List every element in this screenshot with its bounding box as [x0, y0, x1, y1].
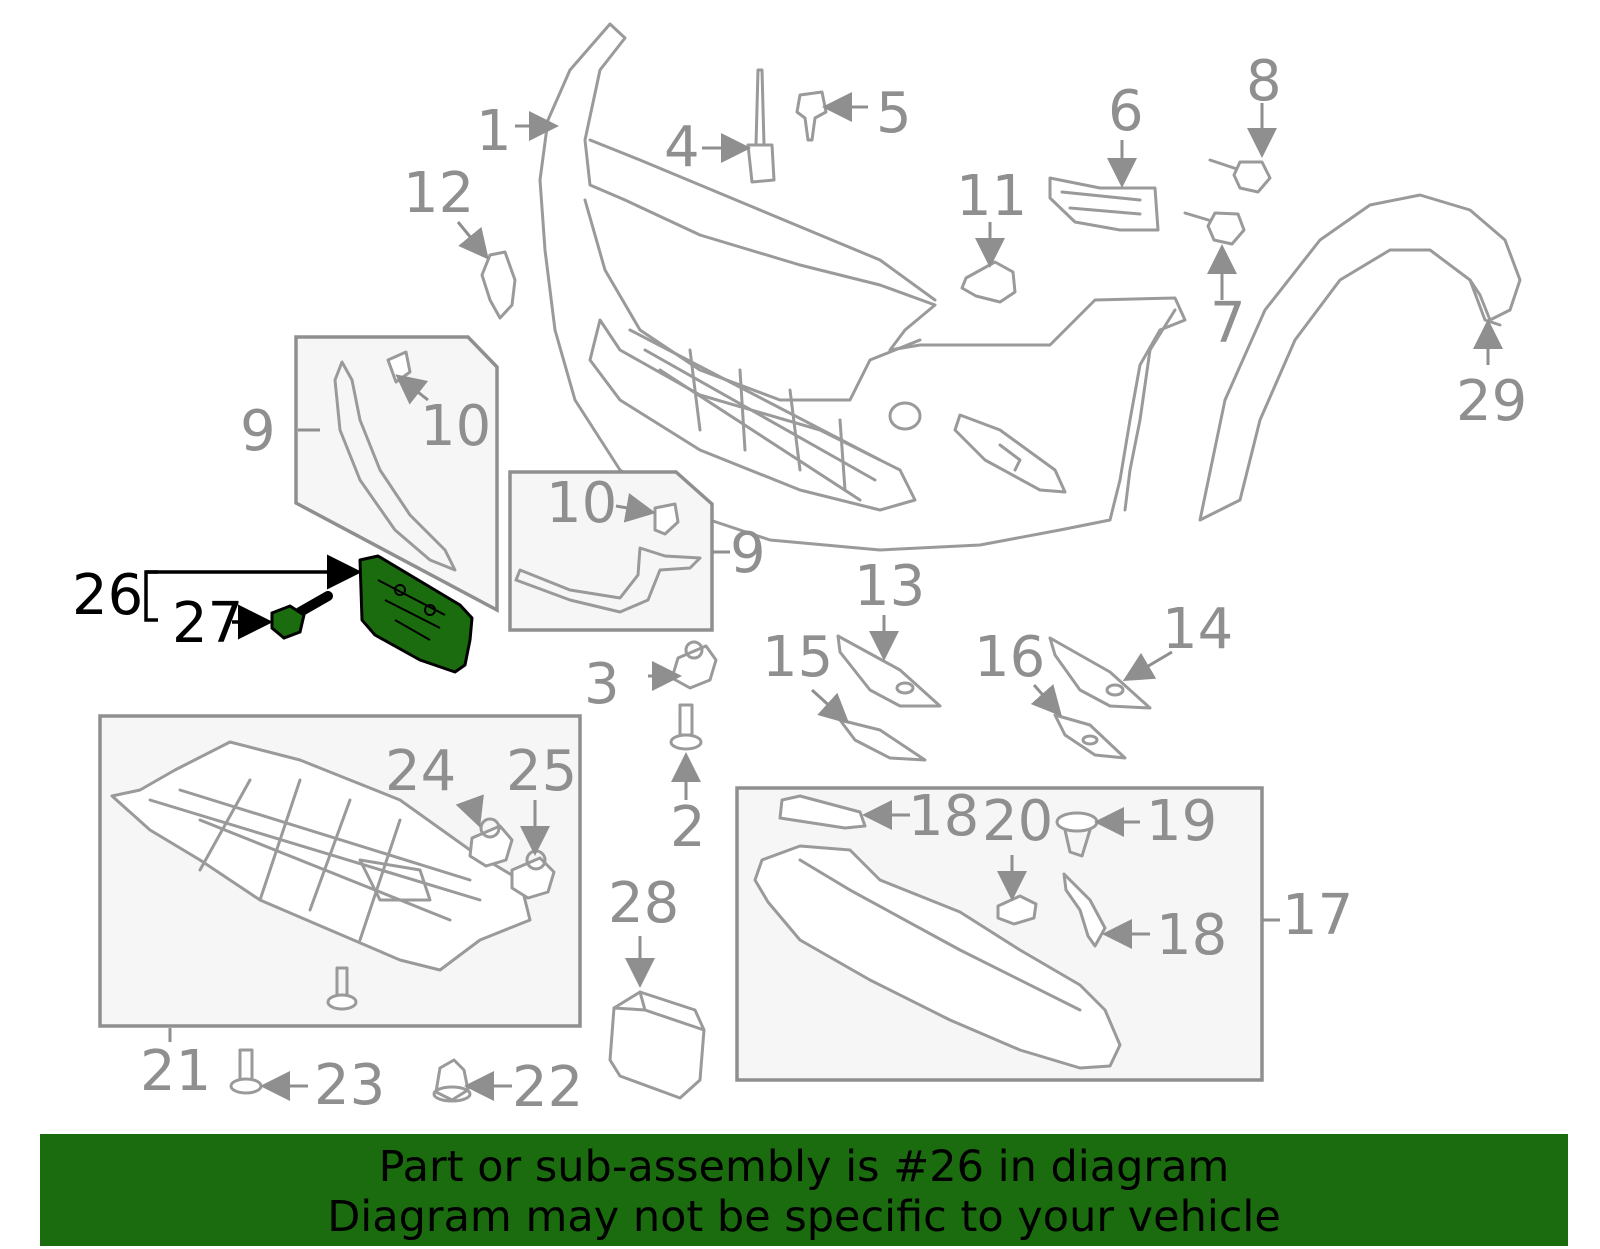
banner-line-1: Part or sub-assembly is #26 in diagram	[378, 1142, 1230, 1192]
part-labels: 1 4 5 6 8 7 11 12 29 9 10 10 9 13 14 15 …	[72, 49, 1527, 1120]
banner-line-2: Diagram may not be specific to your vehi…	[327, 1192, 1281, 1242]
bolt-part-23	[229, 1048, 263, 1095]
bolt-part-21-inset	[326, 966, 358, 1011]
label-part-2: 2	[670, 795, 706, 860]
garnish-part-9-center	[514, 546, 702, 614]
label-part-3: 3	[584, 652, 620, 717]
clip-part-5	[795, 90, 828, 142]
bracket-part-15	[838, 718, 927, 762]
label-part-7: 7	[1210, 291, 1246, 356]
sensor-part-28	[608, 990, 706, 1100]
label-part-18-lower: 18	[1156, 903, 1227, 968]
label-part-12: 12	[403, 161, 474, 226]
label-part-5: 5	[876, 81, 912, 146]
label-part-19: 19	[1146, 789, 1217, 854]
label-part-28: 28	[608, 871, 679, 936]
bracket-part-13	[836, 634, 942, 708]
label-part-11: 11	[956, 164, 1027, 229]
bolt-part-2	[669, 703, 703, 751]
label-part-23: 23	[314, 1053, 385, 1118]
garnish-part-9-left	[333, 360, 457, 572]
label-part-13: 13	[854, 554, 925, 619]
bracket-part-26-highlighted	[358, 554, 474, 674]
bracket-part-16	[1053, 713, 1127, 760]
bracket-part-10-center	[653, 502, 680, 536]
info-banner: Part or sub-assembly is #26 in diagram D…	[40, 1134, 1568, 1246]
absorber-part-17	[753, 844, 1122, 1070]
bracket-part-14	[1048, 636, 1152, 710]
bumper-cover-part	[538, 22, 1187, 552]
clip-part-22	[432, 1058, 472, 1103]
label-part-4: 4	[664, 115, 700, 180]
nut-part-11	[960, 260, 1017, 304]
label-part-26: 26	[72, 563, 143, 628]
nut-part-24	[468, 817, 514, 868]
label-part-9-center: 9	[730, 521, 766, 586]
label-part-10-left: 10	[420, 394, 491, 459]
label-part-17: 17	[1282, 883, 1353, 948]
label-part-20: 20	[982, 789, 1053, 854]
bolt-part-27	[270, 591, 333, 640]
label-part-10-center: 10	[546, 471, 617, 536]
label-part-6: 6	[1108, 79, 1144, 144]
label-part-1: 1	[476, 99, 512, 164]
label-part-14: 14	[1162, 597, 1233, 662]
label-part-8: 8	[1246, 49, 1282, 114]
undercover-part-21	[110, 740, 532, 972]
bolt-part-7	[1183, 211, 1246, 246]
part-9-10-box-left	[294, 335, 499, 613]
bracket-part-12	[480, 250, 517, 320]
nut-part-3	[670, 640, 718, 690]
label-part-29: 29	[1456, 369, 1527, 434]
bolt-part-8	[1208, 158, 1272, 194]
label-part-21: 21	[140, 1039, 211, 1104]
fender-flare-part-29	[1198, 193, 1522, 522]
label-part-25: 25	[506, 739, 577, 804]
label-part-9-left: 9	[240, 399, 276, 464]
leader-lines	[144, 92, 1503, 1101]
label-part-22: 22	[512, 1055, 583, 1120]
label-part-15: 15	[762, 625, 833, 690]
rivet-part-4	[746, 68, 776, 184]
label-part-27: 27	[172, 591, 243, 656]
label-part-18-upper: 18	[908, 784, 979, 849]
label-part-16: 16	[974, 625, 1045, 690]
label-part-24: 24	[385, 739, 456, 804]
bracket-part-18-lower	[1062, 872, 1107, 948]
bracket-part-6	[1048, 176, 1160, 232]
